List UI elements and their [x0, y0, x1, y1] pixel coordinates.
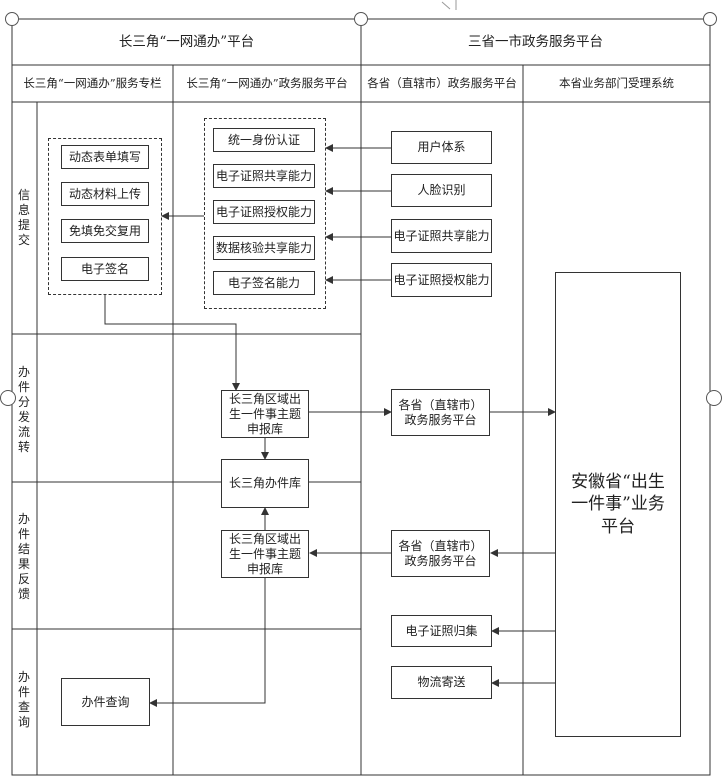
lane-header-service-column: 长三角“一网通办”服务专栏	[23, 75, 162, 90]
row-label-dispatch: 办件分发流转	[17, 365, 30, 454]
node-esign-ability: 电子签名能力	[213, 271, 315, 295]
node-prov-platform-feedback: 各省（直辖市）政务服务平台	[391, 530, 490, 577]
node-face-recognition: 人脸识别	[391, 174, 492, 207]
node-cert-share: 电子证照共享能力	[213, 164, 315, 188]
resize-handle-top-mid[interactable]	[354, 12, 368, 26]
platform-ability-group	[204, 118, 326, 309]
resize-handle-top-right[interactable]	[703, 12, 717, 26]
resize-handle-mid-left[interactable]	[0, 390, 16, 406]
node-topic-db-submit: 长三角区域出生一件事主题申报库	[221, 390, 309, 438]
node-user-system: 用户体系	[391, 131, 492, 164]
header-right-group: 三省一市政务服务平台	[468, 33, 603, 50]
node-cert-auth: 电子证照授权能力	[213, 200, 315, 224]
node-unified-identity: 统一身份认证	[213, 128, 315, 152]
node-cert-collect: 电子证照归集	[391, 615, 492, 647]
lane-header-delta-platform: 长三角“一网通办”政务服务平台	[186, 75, 348, 90]
node-data-verify: 数据核验共享能力	[213, 236, 315, 260]
node-material-upload: 动态材料上传	[61, 182, 149, 206]
node-prov-cert-auth: 电子证照授权能力	[391, 263, 492, 297]
row-label-feedback: 办件结果反馈	[17, 512, 30, 601]
node-prov-platform-dispatch: 各省（直辖市）政务服务平台	[391, 389, 490, 436]
node-e-signature: 电子签名	[61, 257, 149, 281]
arrow-topic-to-query	[149, 578, 266, 707]
connector-arrows	[104, 144, 556, 707]
resize-handle-mid-right[interactable]	[706, 390, 722, 406]
arrow-esign-to-topic	[104, 295, 240, 391]
node-office-db: 长三角办件库	[221, 459, 309, 508]
lane-header-province-platform: 各省（直辖市）政务服务平台	[367, 75, 517, 90]
lane-header-dept-system: 本省业务部门受理系统	[559, 75, 674, 90]
node-anhui-platform: 安徽省“出生一件事”业务平台	[555, 272, 681, 737]
row-label-submit: 信息提交	[17, 188, 30, 247]
node-no-fill-reuse: 免填免交复用	[61, 219, 149, 243]
header-left-group: 长三角“一网通办”平台	[118, 33, 255, 50]
node-prov-cert-share: 电子证照共享能力	[391, 219, 492, 253]
row-label-query: 办件查询	[17, 670, 30, 729]
service-column-group	[48, 138, 162, 295]
node-form-fill: 动态表单填写	[61, 145, 149, 169]
node-logistics: 物流寄送	[391, 666, 492, 699]
resize-handle-top-left[interactable]	[5, 12, 19, 26]
node-query: 办件查询	[61, 678, 150, 726]
node-topic-db-feedback: 长三角区域出生一件事主题申报库	[221, 530, 309, 578]
